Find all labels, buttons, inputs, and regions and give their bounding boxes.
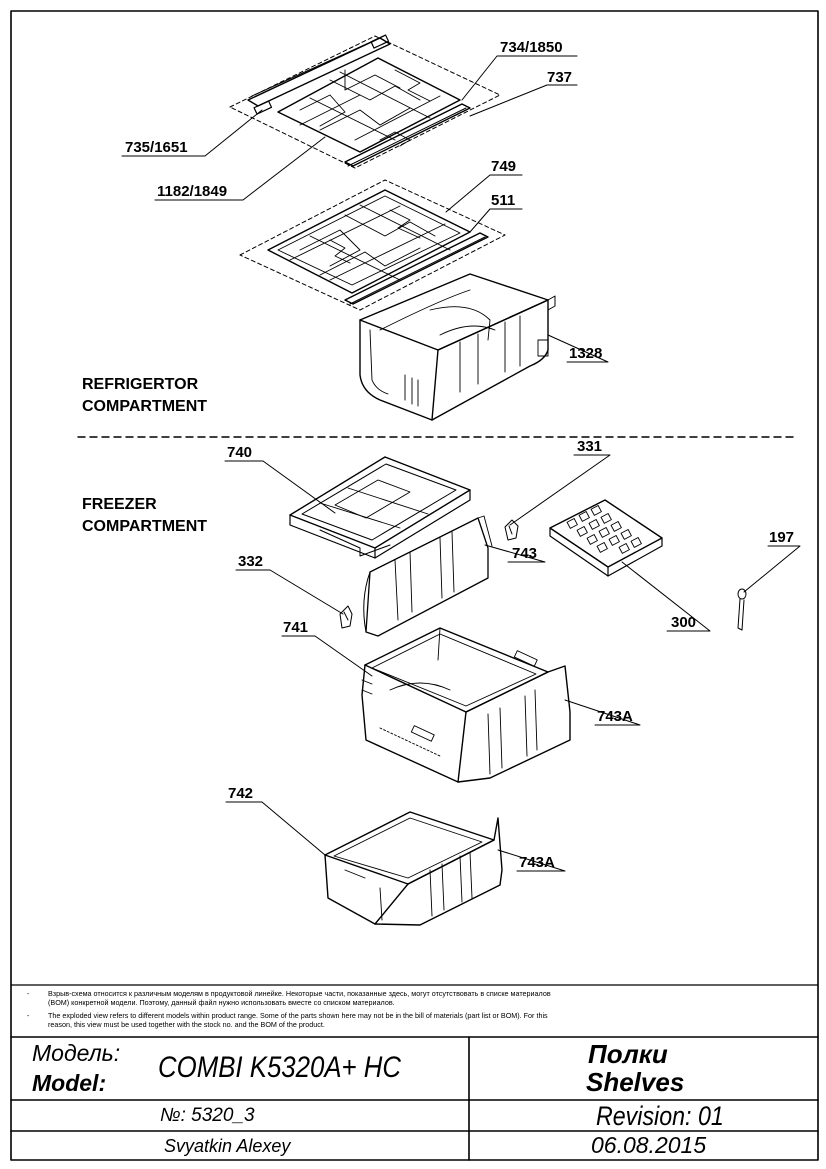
- leader-lines: [121, 55, 801, 872]
- callout-331: 331: [577, 438, 603, 455]
- date: 06.08.2015: [591, 1132, 707, 1158]
- refrigerator-label-line2: COMPARTMENT: [82, 398, 208, 415]
- note-en-line2: reason, this view must be used together …: [48, 1020, 325, 1029]
- note-ru-line1: Взрыв-схема относится к различным моделя…: [48, 989, 551, 998]
- drawing-frame: [10, 10, 819, 1161]
- clip-part-331: [504, 519, 519, 541]
- fridge-crisper-drawer: [359, 273, 556, 421]
- refrigerator-label-line1: REFRIGERTOR: [82, 376, 199, 393]
- callout-749: 749: [491, 158, 517, 175]
- callout-735-1651: 735/1651: [125, 139, 188, 156]
- freezer-compartment-label: FREEZER COMPARTMENT: [82, 494, 207, 538]
- drawing-title-ru: Полки: [588, 1039, 668, 1069]
- ice-cube-tray: [549, 499, 663, 577]
- callout-1182-1849: 1182/1849: [157, 183, 228, 200]
- callout-741: 741: [283, 619, 309, 636]
- note-en-dash: -: [27, 1011, 30, 1020]
- refrigerator-compartment-label: REFRIGERTOR COMPARTMENT: [82, 374, 207, 418]
- model-label-ru: Модель:: [32, 1040, 121, 1066]
- freezer-drawer-lower: [324, 811, 503, 926]
- freezer-label-line2: COMPARTMENT: [82, 518, 208, 535]
- note-ru-line2: (BOM) конкретной модели. Поэтому, данный…: [48, 998, 395, 1007]
- freezer-flap: [363, 515, 493, 637]
- callout-734-1850: 734/1850: [500, 39, 563, 56]
- callout-332: 332: [238, 553, 264, 570]
- callout-197: 197: [769, 529, 795, 546]
- scraper-part-197: [737, 588, 747, 631]
- upper-shelf-assembly: [229, 34, 501, 169]
- callout-743a-upper: 743A: [597, 708, 633, 725]
- note-en: - The exploded view refers to different …: [20, 1011, 810, 1029]
- model-label-en: Model:: [32, 1070, 107, 1096]
- callout-743: 743: [512, 545, 538, 562]
- callout-742: 742: [228, 785, 254, 802]
- clip-part-332: [339, 605, 353, 629]
- drawing-title-en: Shelves: [586, 1067, 685, 1097]
- callout-737: 737: [547, 69, 573, 86]
- callout-300: 300: [671, 614, 697, 631]
- callout-1328: 1328: [569, 345, 603, 362]
- document-number: №: 5320_3: [160, 1105, 255, 1126]
- note-en-line1: The exploded view refers to different mo…: [48, 1011, 548, 1020]
- callout-511: 511: [491, 192, 516, 209]
- freezer-drawer-upper: [361, 627, 571, 783]
- callout-743a-lower: 743A: [519, 854, 555, 871]
- author: Svyatkin Alexey: [164, 1136, 291, 1156]
- freezer-tray: [289, 456, 471, 559]
- note-ru-dash: -: [27, 989, 30, 998]
- note-ru: - Взрыв-схема относится к различным моде…: [20, 989, 810, 1007]
- callout-740: 740: [227, 444, 253, 461]
- freezer-label-line1: FREEZER: [82, 496, 157, 513]
- model-name: COMBI K5320A+ HC: [158, 1051, 402, 1084]
- middle-shelf: [239, 179, 506, 311]
- revision: Revision: 01: [596, 1101, 724, 1131]
